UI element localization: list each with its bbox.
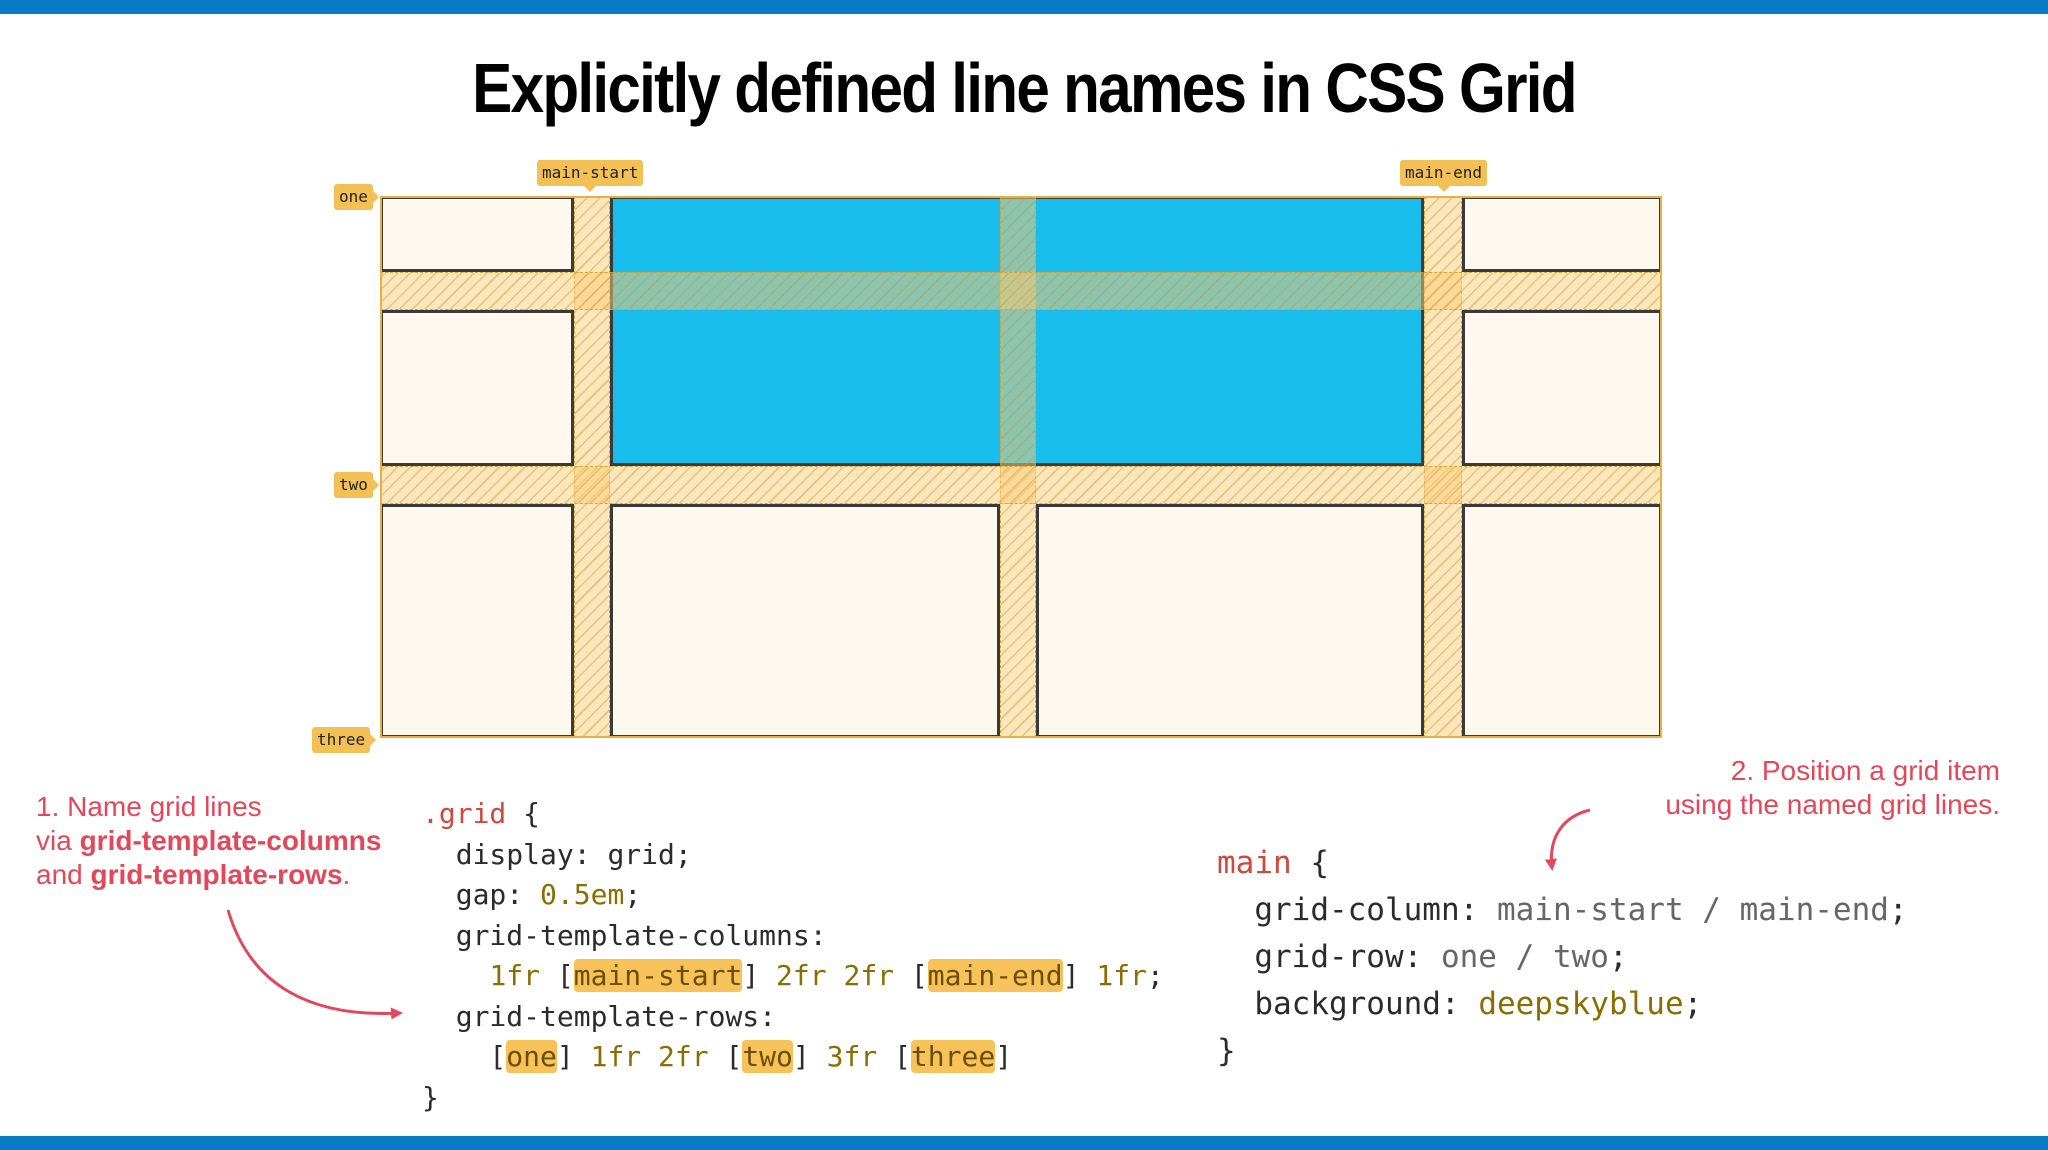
code-grid-row-prop: grid-row: (1254, 939, 1423, 975)
annotation-step-2: 2. Position a grid item using the named … (1520, 754, 2000, 822)
code-grid-column-prop: grid-column: (1254, 892, 1479, 928)
code-grid-selector: .grid (422, 797, 507, 830)
row-gap (380, 466, 1662, 504)
line-label-main-end: main-end (1400, 160, 1488, 192)
arrow-to-grid-code (226, 909, 403, 1020)
code-gap-prop: gap: (455, 878, 524, 911)
code-background-val: deepskyblue (1478, 986, 1684, 1022)
code-name-three: three (910, 1040, 996, 1073)
grid-cell (380, 310, 574, 466)
code-rows-prop: grid-template-rows: (455, 999, 777, 1033)
line-label-one: one (334, 184, 379, 210)
code-display-val: grid; (607, 837, 692, 871)
top-frame-bar (0, 0, 2048, 14)
code-columns-prop: grid-template-columns: (455, 918, 827, 952)
annotation-step-2-line1: 2. Position a grid item (1730, 755, 2000, 786)
main-css-code: main { grid-column: main-start / main-en… (1217, 845, 1908, 1069)
grid-cell (380, 504, 574, 738)
annotation-columns-prop: grid-template-columns (79, 825, 382, 856)
code-background-prop: background: (1254, 986, 1460, 1022)
arrow-to-main-code (1544, 808, 1591, 871)
annotation-step-1: 1. Name grid lines via grid-template-col… (36, 790, 436, 892)
annotation-step-1-line2: via grid-template-columns (36, 825, 382, 856)
code-name-two: two (742, 1040, 793, 1073)
row-gap (380, 272, 1662, 310)
code-grid-column-val: main-start / main-end (1496, 892, 1889, 928)
page-title: Explicitly defined line names in CSS Gri… (472, 49, 1577, 127)
code-name-main-end: main-end (927, 959, 1063, 992)
annotation-step-1-heading: 1. Name grid lines (36, 791, 262, 822)
line-label-main-start: main-start (537, 160, 644, 192)
annotation-step-2-line2: using the named grid lines. (1665, 789, 2000, 820)
annotation-step-1-line3: and grid-template-rows. (36, 859, 351, 890)
code-name-main-start: main-start (573, 959, 743, 992)
code-display-prop: display: (455, 837, 591, 871)
code-name-one: one (506, 1040, 557, 1073)
grid-diagram (380, 196, 1662, 738)
code-grid-row-val: one / two (1440, 939, 1609, 975)
line-label-three: three (312, 727, 377, 753)
line-label-two: two (334, 472, 379, 498)
code-main-selector: main (1217, 845, 1292, 881)
code-gap-val: 0.5em (540, 878, 625, 911)
grid-css-code: .grid { display: grid; gap: 0.5em; grid-… (422, 797, 1164, 1114)
grid-cell (610, 504, 1000, 738)
grid-cell (1462, 310, 1662, 466)
bottom-frame-bar (0, 1136, 2048, 1150)
grid-cell (1036, 504, 1424, 738)
grid-cell (380, 196, 574, 272)
annotation-rows-prop: grid-template-rows (90, 859, 343, 890)
